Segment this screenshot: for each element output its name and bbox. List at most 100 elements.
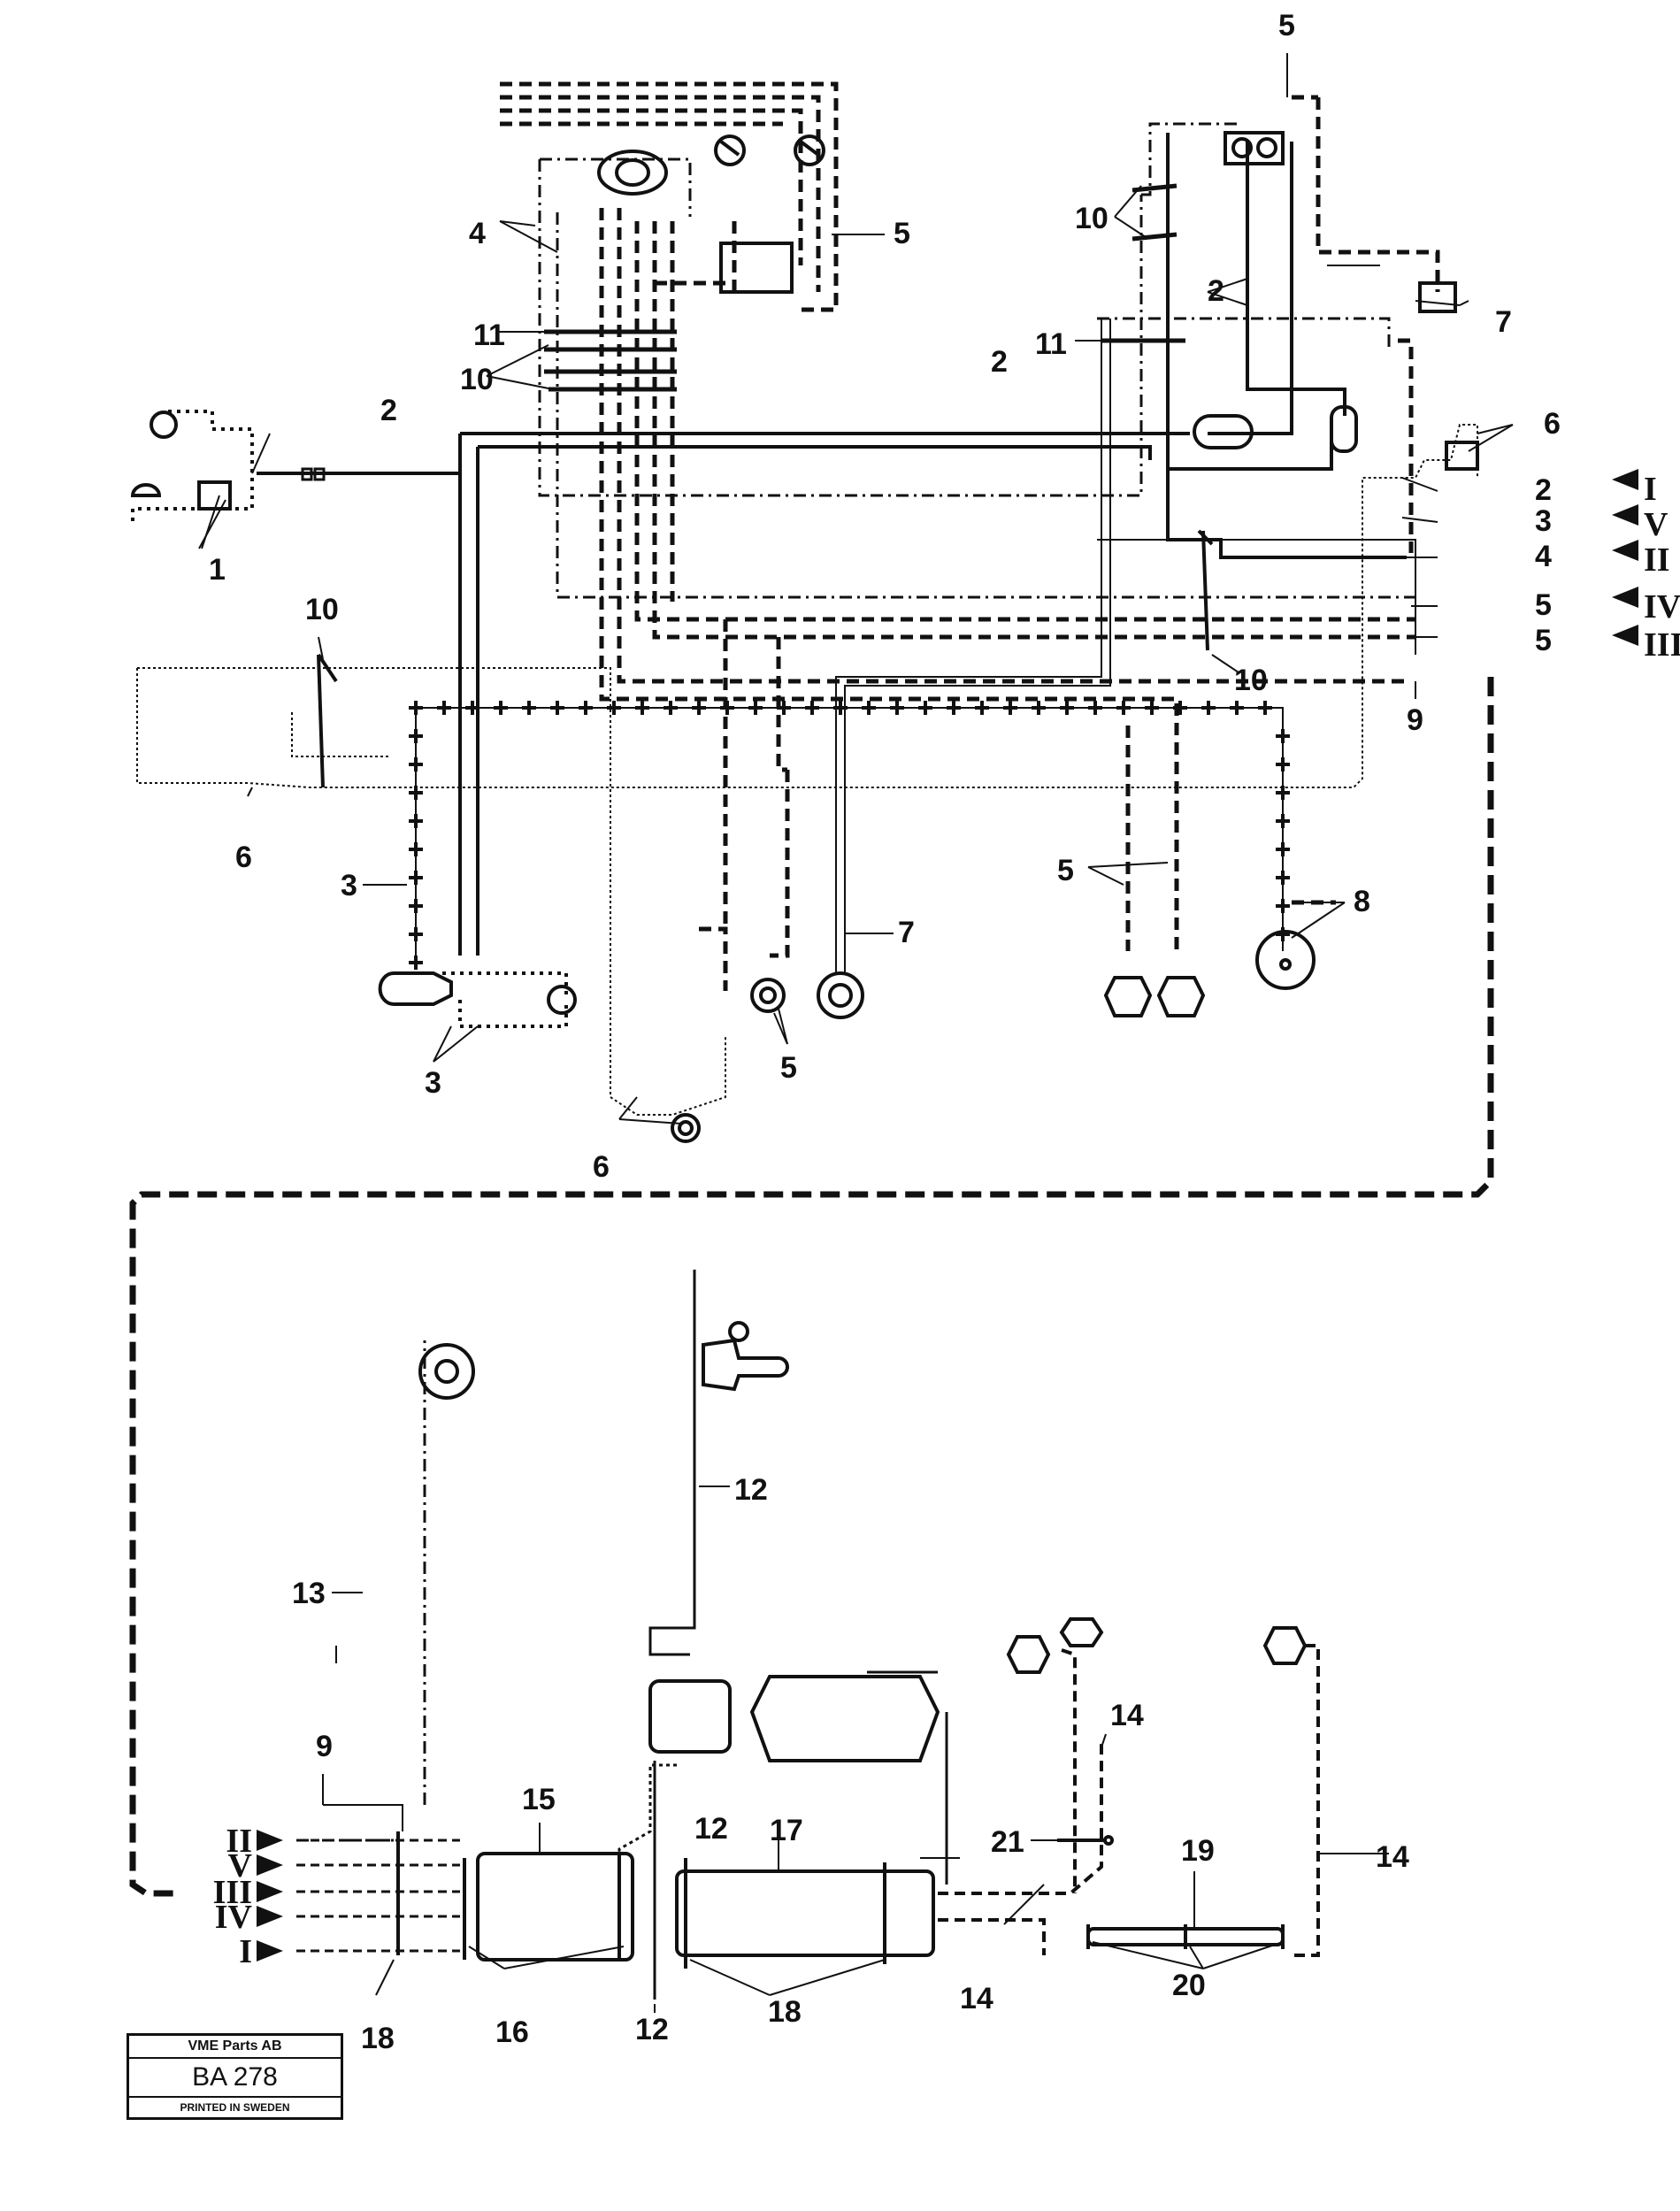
label-16: 16 xyxy=(495,2015,529,2049)
label-6: 6 xyxy=(1544,407,1561,441)
label-3: 3 xyxy=(341,869,357,902)
cross-mark xyxy=(748,701,763,715)
cross-mark xyxy=(409,842,423,856)
reservoir-small xyxy=(1193,414,1254,449)
label-4: 4 xyxy=(469,217,486,250)
cross-mark xyxy=(1116,701,1131,715)
label-3: 3 xyxy=(425,1066,441,1100)
line-3-dotted xyxy=(131,410,568,1028)
cross-mark xyxy=(409,814,423,828)
cross-mark xyxy=(1276,899,1290,913)
cross-mark xyxy=(550,701,564,715)
label-7: 7 xyxy=(898,916,915,949)
label-13: 13 xyxy=(292,1577,326,1610)
label-5: 5 xyxy=(1278,9,1295,42)
brake-valve-top xyxy=(597,150,668,196)
cross-mark xyxy=(692,701,706,715)
valve-3 xyxy=(378,971,577,1015)
label-5: 5 xyxy=(894,217,910,250)
circuit-label: II xyxy=(226,1823,252,1860)
cross-mark xyxy=(437,701,451,715)
cross-mark xyxy=(465,701,479,715)
label-17: 17 xyxy=(770,1814,803,1847)
label-11: 11 xyxy=(473,319,505,352)
cross-mark xyxy=(522,701,536,715)
sensor-6-bottom xyxy=(671,1113,701,1143)
air-tank xyxy=(749,1675,940,1762)
cross-mark xyxy=(1276,757,1290,772)
compressor xyxy=(648,1679,732,1754)
fitting-double xyxy=(301,467,326,481)
cross-mark xyxy=(890,701,904,715)
circuit-label: III xyxy=(1644,626,1680,664)
label-21: 21 xyxy=(991,1825,1024,1859)
cross-mark xyxy=(1276,871,1290,885)
circuit-arrows-top xyxy=(1612,469,1638,646)
chamber-14-b xyxy=(1059,1617,1104,1647)
cross-mark xyxy=(607,701,621,715)
label-5: 5 xyxy=(1535,588,1552,622)
circuit-label: II xyxy=(1644,541,1670,579)
hose-10-right xyxy=(1197,529,1214,651)
pressure-switch-7 xyxy=(1418,281,1457,313)
chamber-7 xyxy=(817,971,864,1019)
line-14-dashed xyxy=(938,1644,1320,1957)
label-2: 2 xyxy=(991,345,1008,379)
circuit-label: III xyxy=(213,1874,252,1911)
cross-mark xyxy=(635,701,649,715)
circuit-label: I xyxy=(239,1933,252,1970)
printed-note: PRINTED IN SWEDEN xyxy=(180,2101,290,2114)
cross-mark xyxy=(1276,729,1290,743)
label-14: 14 xyxy=(1110,1699,1144,1732)
cross-mark xyxy=(664,701,678,715)
label-10: 10 xyxy=(1234,664,1268,697)
line-4-dashdot xyxy=(296,122,1415,1867)
label-20: 20 xyxy=(1172,1969,1206,2002)
cross-mark xyxy=(1003,701,1017,715)
cross-mark xyxy=(409,729,423,743)
bar-21 xyxy=(1057,1835,1114,1846)
hose-10-left xyxy=(317,653,338,788)
valve-block-top xyxy=(719,242,794,294)
cross-mark xyxy=(409,927,423,941)
chamber-14-c xyxy=(1262,1626,1308,1665)
label-2: 2 xyxy=(1535,473,1552,507)
chamber-5-pair xyxy=(1103,976,1206,1017)
label-6: 6 xyxy=(235,841,252,874)
label-12: 12 xyxy=(734,1473,768,1507)
line-3-crosses xyxy=(409,701,1290,970)
label-18: 18 xyxy=(361,2022,395,2055)
cross-mark xyxy=(409,701,423,715)
cross-mark xyxy=(1276,786,1290,800)
bar-19 xyxy=(1086,1924,1285,1949)
label-9: 9 xyxy=(1407,703,1423,737)
circuit-label: IV xyxy=(1644,588,1680,626)
label-5: 5 xyxy=(1057,854,1074,887)
clamps-10-11-right xyxy=(1101,183,1185,343)
cross-mark xyxy=(918,701,932,715)
cross-mark xyxy=(805,701,819,715)
label-10: 10 xyxy=(460,363,494,396)
gauge-top-2 xyxy=(794,134,825,166)
label-5: 5 xyxy=(780,1051,797,1085)
label-9: 9 xyxy=(316,1730,333,1763)
cross-mark xyxy=(579,701,593,715)
reservoir-vertical xyxy=(1330,405,1358,453)
leader-lines xyxy=(198,53,1514,2013)
label-10: 10 xyxy=(1075,202,1108,235)
label-4: 4 xyxy=(1535,540,1552,573)
line-13-17-bus xyxy=(867,1670,948,1885)
cross-mark xyxy=(494,701,508,715)
label-12: 12 xyxy=(635,2013,669,2046)
label-14: 14 xyxy=(960,1982,993,2015)
switch-1 xyxy=(130,411,232,511)
chamber-13 xyxy=(418,1343,475,1400)
label-18: 18 xyxy=(768,1995,802,2029)
label-14: 14 xyxy=(1376,1840,1409,1874)
double-gauge xyxy=(1224,131,1285,165)
chamber-5-center xyxy=(750,978,786,1013)
label-2: 2 xyxy=(380,394,397,427)
clamps-10-11-left xyxy=(544,329,677,392)
company-name: VME Parts AB xyxy=(129,2036,341,2059)
